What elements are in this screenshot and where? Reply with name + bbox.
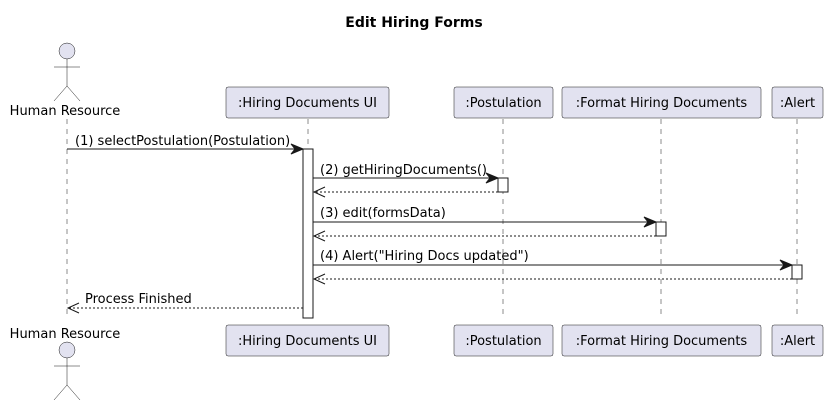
message-5: Process Finished xyxy=(66,292,303,314)
actor-label: Human Resource xyxy=(10,327,121,342)
participant-hiring-ui-bottom: :Hiring Documents UI xyxy=(225,324,390,357)
message-label: (4) Alert("Hiring Docs updated") xyxy=(320,249,529,264)
participant-format-hiring-top: :Format Hiring Documents xyxy=(561,86,762,119)
participant-label: :Alert xyxy=(780,334,815,349)
message-4: (4) Alert("Hiring Docs updated") xyxy=(313,249,794,271)
return-3 xyxy=(312,230,656,242)
participant-postulation-top: :Postulation xyxy=(453,86,554,119)
message-label: Process Finished xyxy=(85,292,192,307)
message-2: (2) getHiringDocuments() xyxy=(313,163,500,184)
participant-label: :Format Hiring Documents xyxy=(576,96,748,111)
message-label: (3) edit(formsData) xyxy=(320,206,446,221)
participant-label: :Postulation xyxy=(465,96,541,111)
actor-human-resource-top: Human Resource xyxy=(10,42,121,119)
participant-format-hiring-bottom: :Format Hiring Documents xyxy=(561,324,762,357)
activation-format-hiring xyxy=(655,221,667,237)
participant-label: :Postulation xyxy=(465,334,541,349)
participant-postulation-bottom: :Postulation xyxy=(453,324,554,357)
participant-label: :Format Hiring Documents xyxy=(576,334,748,349)
participant-alert-bottom: :Alert xyxy=(771,324,824,357)
return-2 xyxy=(312,186,498,198)
return-4 xyxy=(312,273,792,285)
diagram-title: Edit Hiring Forms xyxy=(345,15,482,31)
activation-alert xyxy=(791,264,803,280)
actor-label: Human Resource xyxy=(10,104,121,119)
activation-postulation xyxy=(497,177,509,193)
participant-hiring-ui-top: :Hiring Documents UI xyxy=(225,86,390,119)
message-label: (1) selectPostulation(Postulation) xyxy=(75,134,290,149)
actor-head-icon xyxy=(58,42,76,60)
actor-head-icon xyxy=(58,341,76,359)
participant-label: :Hiring Documents UI xyxy=(238,96,377,111)
participant-label: :Alert xyxy=(780,96,815,111)
message-1: (1) selectPostulation(Postulation) xyxy=(67,134,305,155)
participant-alert-top: :Alert xyxy=(771,86,824,119)
message-label: (2) getHiringDocuments() xyxy=(320,163,487,178)
message-3: (3) edit(formsData) xyxy=(313,206,658,228)
participant-label: :Hiring Documents UI xyxy=(238,334,377,349)
actor-human-resource-bottom: Human Resource xyxy=(10,327,121,401)
activation-hiring-ui xyxy=(302,148,314,319)
